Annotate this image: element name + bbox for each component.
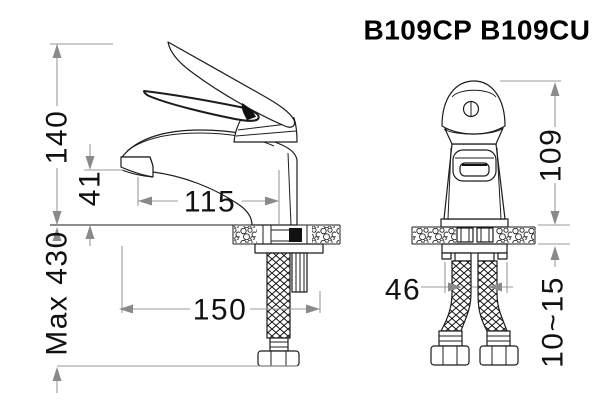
dim-label-150: 150 bbox=[193, 294, 248, 327]
dim-body-height: 109 bbox=[500, 80, 570, 226]
spout-front bbox=[452, 149, 497, 182]
dim-installation-depth: 150 bbox=[119, 246, 321, 327]
hose-nut-front-right bbox=[479, 345, 519, 366]
dim-spout-outlet-height: 41 bbox=[74, 144, 123, 246]
handle-fin-side bbox=[143, 90, 260, 122]
hose-side bbox=[257, 252, 300, 367]
mounting-plate-side bbox=[254, 243, 324, 254]
handle-pivot-shadow bbox=[241, 103, 256, 120]
inlet-shank-nuts bbox=[456, 227, 494, 243]
dim-max-hose-length: Max 430 bbox=[41, 227, 297, 393]
deck-hatch-left bbox=[234, 226, 257, 243]
hose-nut-front-left bbox=[430, 345, 470, 366]
dim-label-41: 41 bbox=[74, 170, 107, 206]
dim-label-109: 109 bbox=[535, 128, 568, 183]
handle-screw bbox=[462, 100, 480, 118]
aerator-side bbox=[120, 156, 154, 178]
dim-spout-reach: 115 bbox=[137, 170, 280, 224]
dim-label-10-15: 10~15 bbox=[537, 276, 570, 368]
side-view: 140 41 115 150 bbox=[41, 41, 341, 393]
deck-side bbox=[50, 224, 341, 293]
dim-label-140: 140 bbox=[41, 110, 74, 165]
faucet-body-front bbox=[440, 80, 509, 228]
handle-lever-side bbox=[167, 41, 296, 128]
threaded-rod-side bbox=[291, 252, 308, 293]
dim-deck-thickness: 10~15 bbox=[537, 243, 570, 368]
dim-inlet-spacing: 46 bbox=[385, 274, 502, 307]
deck-front bbox=[411, 226, 536, 262]
front-view: 109 10~15 46 bbox=[385, 80, 570, 368]
model-title: B109CP B109CU bbox=[364, 15, 591, 46]
deck-hatch-right bbox=[312, 226, 339, 243]
shank-side bbox=[262, 225, 308, 244]
dim-label-115: 115 bbox=[184, 186, 236, 219]
hose-nut-side bbox=[257, 350, 300, 367]
dim-label-max430: Max 430 bbox=[41, 230, 74, 356]
hoses-front bbox=[430, 260, 519, 366]
dim-label-46: 46 bbox=[385, 274, 421, 307]
base-flange-front bbox=[440, 218, 509, 228]
dim-overall-height: 140 bbox=[41, 43, 113, 225]
deck-hatch-front-left bbox=[413, 228, 456, 243]
hose-front-right bbox=[477, 260, 508, 332]
deck-hatch-front-right bbox=[496, 228, 534, 243]
mounting-bracket-front bbox=[441, 243, 508, 254]
